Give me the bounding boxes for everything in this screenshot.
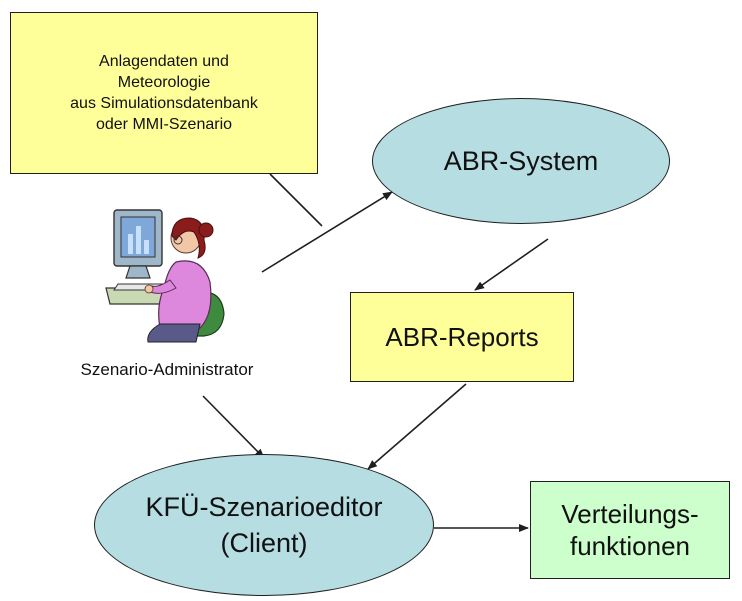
scenario-editor-label-line-1: KFÜ-Szenarioeditor (145, 492, 383, 522)
scenario-editor-label-line-2: (Client) (220, 528, 308, 558)
arrow-reports-to-editor (367, 383, 467, 470)
administrator-label: Szenario-Administrator (80, 360, 254, 379)
arrow-admin-to-editor (202, 395, 265, 459)
person-at-computer-icon (105, 209, 225, 343)
data-sources-line-3: aus Simulationsdatenbank (70, 95, 258, 112)
abr-reports-box: ABR-Reports (350, 292, 574, 382)
data-sources-line-2: Meteorologie (117, 74, 211, 91)
distribution-functions-line-1: Verteilungs- (561, 499, 699, 529)
abr-reports-label: ABR-Reports (385, 321, 539, 352)
distribution-functions-line-2: funktionen (570, 531, 690, 561)
connector-sources-to-arrow (269, 173, 323, 227)
arrow-admin-to-abr-system (261, 191, 393, 273)
data-sources-line-4: oder MMI-Szenario (95, 116, 233, 133)
data-sources-box: Anlagendaten und Meteorologie aus Simula… (10, 12, 318, 174)
distribution-functions-box: Verteilungs- funktionen (530, 481, 730, 579)
abr-system-node: ABR-System (372, 98, 670, 224)
scenario-editor-node: KFÜ-Szenarioeditor (Client) (94, 454, 434, 596)
data-sources-line-1: Anlagendaten und (99, 53, 229, 70)
arrow-abr-system-to-reports (474, 238, 549, 291)
abr-system-label: ABR-System (443, 145, 599, 176)
